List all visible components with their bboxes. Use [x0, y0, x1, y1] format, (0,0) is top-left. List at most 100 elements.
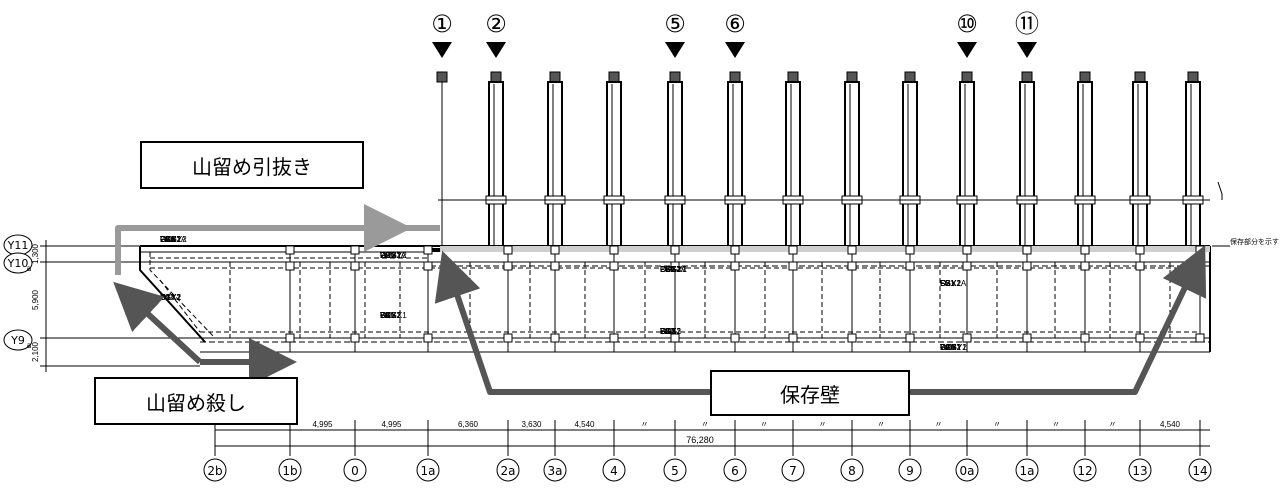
- plan-label: S3: [660, 327, 670, 336]
- plan-label: FGX2: [940, 279, 961, 288]
- plan-label: FB1: [160, 235, 175, 244]
- plan-label: C2: [160, 293, 171, 302]
- shoring-piles: [436, 71, 1204, 247]
- column: [730, 333, 740, 343]
- plan-label: FGX2: [160, 235, 181, 244]
- plan-label: FGX2: [160, 293, 181, 302]
- svg-text:Y10: Y10: [7, 257, 29, 270]
- extract-arrows: [115, 204, 440, 275]
- plan-label: C1A: [160, 235, 176, 244]
- plan-label: CFGY2: [380, 251, 407, 260]
- span-dimension: 〃: [819, 420, 827, 429]
- plan-label: FGY2A: [380, 251, 407, 260]
- plan-label: W20: [940, 343, 957, 352]
- column: [1195, 245, 1205, 255]
- plan-label: FGX2: [660, 327, 681, 336]
- plan-label: C2: [660, 265, 671, 274]
- callout-preserve: 保存壁: [710, 370, 910, 416]
- column: [1135, 245, 1145, 255]
- span-dimension: 〃: [1109, 420, 1117, 429]
- plan-label: C1: [160, 293, 171, 302]
- shoring-pile: [956, 71, 978, 247]
- right-marker: [1217, 181, 1223, 200]
- plan-label: C2: [380, 251, 391, 260]
- column: [1022, 333, 1032, 343]
- svg-text:6: 6: [731, 464, 739, 478]
- plan-label: FB1: [380, 311, 395, 320]
- plan-label: FB1: [940, 279, 955, 288]
- shoring-pile: [544, 71, 566, 247]
- column: [730, 261, 740, 271]
- plan-label: C2: [940, 279, 951, 288]
- column: [1022, 245, 1032, 255]
- column: [550, 245, 560, 255]
- plan-label: FB2: [660, 265, 675, 274]
- span-dimension: 4,995: [312, 420, 333, 429]
- plan-label: FGY2A: [160, 235, 187, 244]
- plan-label: W18: [380, 251, 397, 260]
- plan-label: W20: [160, 235, 177, 244]
- grid-bubble: 3a: [543, 458, 567, 482]
- plan-label: FGX2: [660, 265, 681, 274]
- plan-label: FGX2: [160, 235, 181, 244]
- column: [670, 333, 680, 343]
- plan-label: FGX2: [380, 311, 401, 320]
- svg-text:0a: 0a: [960, 464, 975, 478]
- column: [285, 261, 295, 271]
- plan-label: C2: [380, 311, 391, 320]
- plan-label: S6: [940, 279, 950, 288]
- shoring-pile: [603, 71, 625, 247]
- plan-label: S2: [160, 293, 170, 302]
- column: [609, 333, 619, 343]
- plan-label: C2: [380, 311, 391, 320]
- column: [788, 261, 798, 271]
- span-dimension: 〃: [877, 420, 885, 429]
- column: [1080, 333, 1090, 343]
- grid-bubble: 4: [602, 458, 626, 482]
- column: [905, 261, 915, 271]
- plan-label: C1A: [940, 343, 956, 352]
- column: [847, 261, 857, 271]
- plan-label: FGY2: [940, 343, 961, 352]
- column: [609, 245, 619, 255]
- kill-arrows: [113, 281, 297, 386]
- column: [962, 245, 972, 255]
- plan-label: FGX1: [380, 251, 401, 260]
- svg-text:⑩: ⑩: [956, 10, 978, 38]
- svg-text:12: 12: [1077, 464, 1092, 478]
- shoring-pile: [664, 71, 686, 247]
- span-dimension: 4,540: [1160, 420, 1181, 429]
- top-marker: ②: [485, 10, 507, 58]
- plan-label: CFG: [660, 265, 677, 274]
- svg-text:5: 5: [671, 464, 679, 478]
- span-dimension: 4,540: [574, 420, 595, 429]
- plan-label: FB1: [940, 279, 955, 288]
- span-dimension: 6,360: [458, 420, 479, 429]
- svg-text:7: 7: [789, 464, 797, 478]
- svg-text:8: 8: [848, 464, 856, 478]
- plan-label: FGY1: [660, 327, 681, 336]
- svg-text:9: 9: [906, 464, 914, 478]
- plan-label: FGX1: [380, 251, 401, 260]
- plan-label: W25: [380, 311, 397, 320]
- column: [503, 333, 513, 343]
- plan-label: FGY2: [660, 327, 681, 336]
- shoring-pile: [841, 71, 863, 247]
- column: [730, 245, 740, 255]
- plan-label: C1: [940, 343, 951, 352]
- svg-text:2a: 2a: [501, 464, 516, 478]
- plan-label: FGX2: [940, 343, 961, 352]
- grid-bubble: 0a: [955, 458, 979, 482]
- span-dimension: 〃: [993, 420, 1001, 429]
- plan-label: FGX2: [160, 293, 181, 302]
- shoring-pile: [485, 71, 507, 247]
- left-dimension: 5,900: [31, 289, 40, 310]
- svg-text:①: ①: [431, 10, 453, 38]
- plan-label: FGX1A: [380, 251, 407, 260]
- column: [423, 245, 433, 255]
- plan-label: C2: [380, 251, 391, 260]
- shoring-pile: [899, 71, 921, 247]
- plan-label: S2C: [660, 327, 676, 336]
